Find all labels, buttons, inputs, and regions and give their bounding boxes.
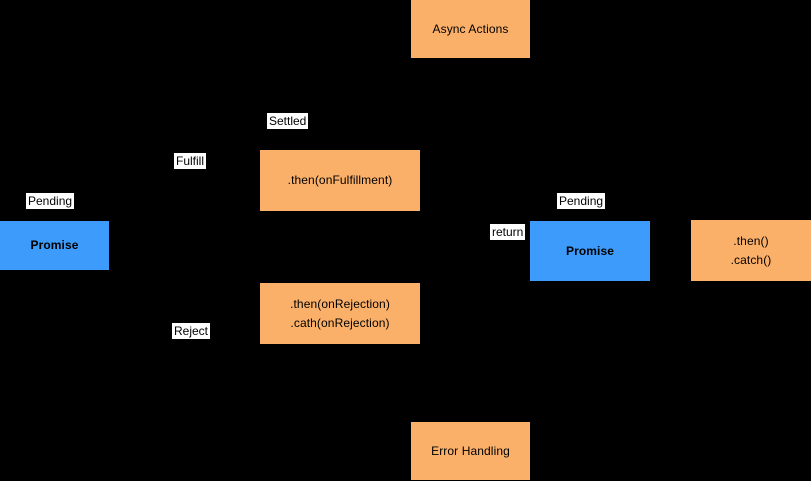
node-label: .then(onFulfillment) (287, 173, 393, 188)
node-then-on-fulfillment[interactable]: .then(onFulfillment) (260, 150, 420, 211)
node-label-line-2: .cath(onRejection) (290, 315, 390, 330)
edge-label-reject: Reject (172, 323, 211, 339)
node-promise-left[interactable]: Promise (0, 221, 109, 270)
node-label-line-1: .then(onRejection) (290, 296, 390, 311)
node-label-line-1: .then() (733, 233, 769, 248)
node-label: Async Actions (432, 21, 509, 36)
node-label: Error Handling (431, 443, 510, 458)
edge-label-pending-left: Pending (26, 193, 75, 209)
node-then-on-rejection[interactable]: .then(onRejection) .cath(onRejection) (260, 283, 420, 344)
node-async-actions[interactable]: Async Actions (411, 0, 530, 58)
node-label-line-2: .catch() (730, 252, 772, 267)
edge-label-pending-right: Pending (557, 193, 606, 209)
edge-label-return: return (490, 224, 526, 240)
edge-label-fulfill: Fulfill (174, 153, 207, 169)
edge-label-settled: Settled (267, 113, 309, 129)
node-promise-right[interactable]: Promise (530, 221, 650, 281)
node-error-handling[interactable]: Error Handling (411, 422, 530, 480)
node-label: Promise (565, 243, 615, 258)
node-label: Promise (30, 238, 79, 253)
node-then-catch[interactable]: .then() .catch() (691, 220, 811, 281)
